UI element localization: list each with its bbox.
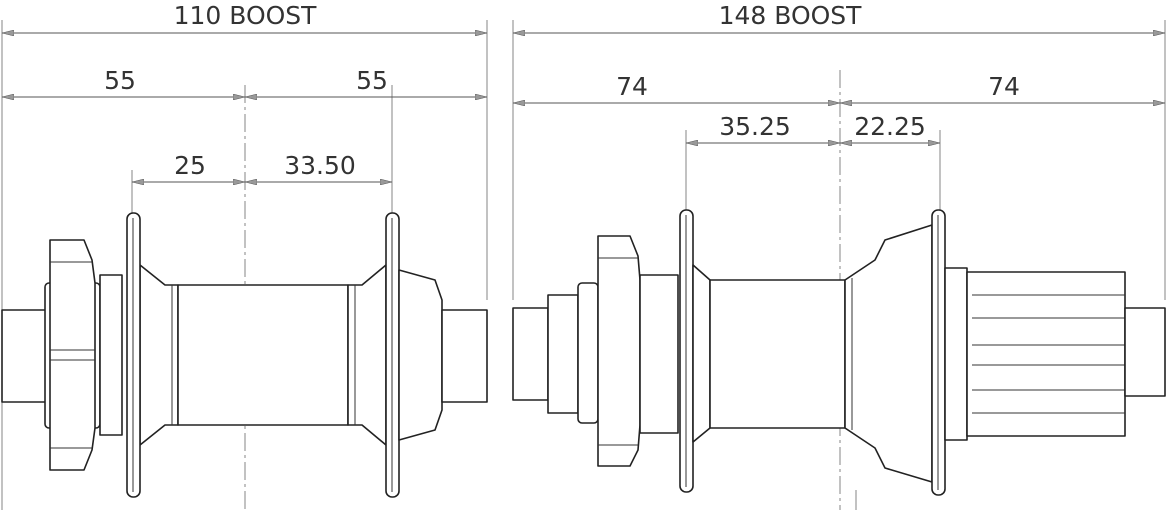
front-flange-right-label: 33.50 (284, 151, 356, 180)
front-flange-left-label: 25 (174, 151, 206, 180)
rear-flange-right-label: 22.25 (854, 112, 926, 141)
rear-hub-dimensions: 148 BOOST 74 74 35.25 22.25 (512, 1, 1166, 510)
rear-overall-label: 148 BOOST (719, 1, 863, 30)
front-hub-body (1, 212, 488, 498)
rear-flange-left-label: 35.25 (719, 112, 791, 141)
rear-hub-body (512, 209, 1166, 496)
rear-half-right-label: 74 (988, 72, 1020, 101)
front-half-left-label: 55 (104, 66, 136, 95)
front-half-right-label: 55 (356, 66, 388, 95)
front-hub-dimensions: 110 BOOST 55 55 25 33.50 (1, 1, 488, 510)
rear-half-left-label: 74 (616, 72, 648, 101)
front-overall-label: 110 BOOST (174, 1, 318, 30)
